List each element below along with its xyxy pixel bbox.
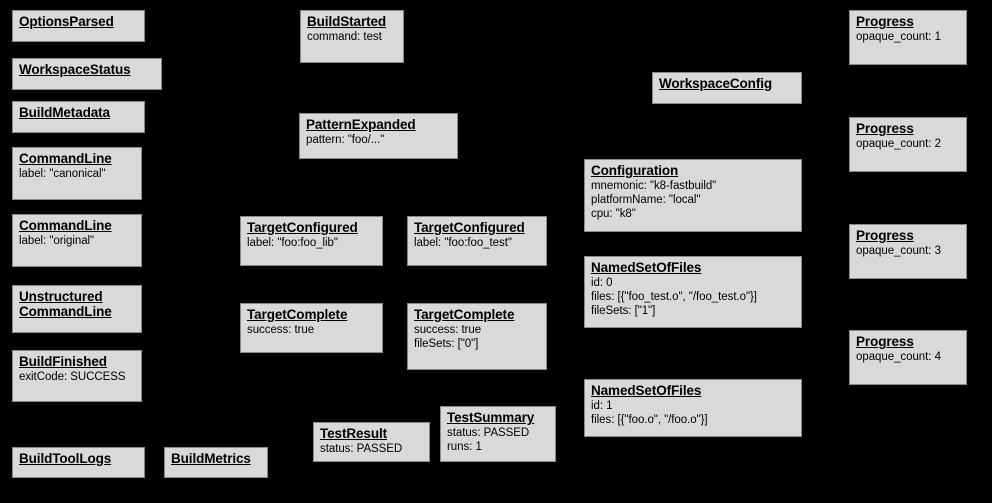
node-field: label: "foo:foo_test" — [414, 237, 512, 249]
node-title: Progress — [856, 334, 914, 349]
node-build-finished[interactable]: BuildFinished exitCode: SUCCESS — [12, 350, 142, 402]
node-field: id: 1 — [591, 400, 613, 412]
node-build-started[interactable]: BuildStarted command: test — [300, 10, 404, 63]
node-fields: mnemonic: "k8-fastbuild" platformName: "l… — [591, 179, 795, 221]
node-title: NamedSetOfFiles — [591, 260, 702, 275]
node-options-parsed[interactable]: OptionsParsed — [12, 10, 145, 42]
node-title: Progress — [856, 228, 914, 243]
node-field: pattern: "foo/..." — [306, 134, 385, 146]
node-title: CommandLine — [19, 151, 112, 166]
node-fields: status: PASSED — [320, 442, 423, 456]
node-fields: status: PASSED runs: 1 — [447, 426, 549, 454]
node-build-metadata[interactable]: BuildMetadata — [12, 101, 145, 133]
node-title: NamedSetOfFiles — [591, 383, 702, 398]
node-title: TargetComplete — [247, 307, 348, 322]
node-field: id: 0 — [591, 277, 613, 289]
node-title: BuildMetadata — [19, 105, 110, 120]
node-field: status: PASSED — [320, 443, 403, 455]
node-field: opaque_count: 3 — [856, 245, 941, 257]
node-unstructured-command-line[interactable]: Unstructured CommandLine — [12, 285, 142, 333]
node-test-result[interactable]: TestResult status: PASSED — [313, 422, 430, 462]
node-field: opaque_count: 4 — [856, 351, 941, 363]
node-field: files: [{"foo.o", "/foo.o"}] — [591, 414, 708, 426]
node-title: TestResult — [320, 426, 388, 441]
node-field: mnemonic: "k8-fastbuild" — [591, 180, 717, 192]
node-title: WorkspaceConfig — [659, 76, 773, 91]
node-command-line-canonical[interactable]: CommandLine label: "canonical" — [12, 147, 142, 200]
node-workspace-status[interactable]: WorkspaceStatus — [12, 58, 162, 90]
node-test-summary[interactable]: TestSummary status: PASSED runs: 1 — [440, 406, 556, 462]
node-named-set-of-files-0[interactable]: NamedSetOfFiles id: 0 files: [{"foo_test.o… — [584, 256, 802, 328]
node-progress-2[interactable]: Progress opaque_count: 2 — [849, 117, 967, 172]
node-pattern-expanded[interactable]: PatternExpanded pattern: "foo/..." — [299, 113, 458, 159]
node-title: BuildFinished — [19, 354, 107, 369]
node-fields: label: "original" — [19, 234, 135, 248]
node-title: PatternExpanded — [306, 117, 416, 132]
node-title: WorkspaceStatus — [19, 62, 131, 77]
node-field: fileSets: ["0"] — [414, 338, 479, 350]
node-fields: opaque_count: 2 — [856, 137, 960, 151]
node-field: label: "canonical" — [19, 168, 106, 180]
node-field: label: "foo:foo_lib" — [247, 237, 338, 249]
node-fields: opaque_count: 1 — [856, 30, 960, 44]
node-title: Unstructured CommandLine — [19, 289, 112, 319]
node-fields: opaque_count: 4 — [856, 350, 960, 364]
node-title: Configuration — [591, 163, 679, 178]
node-title: BuildToolLogs — [19, 451, 112, 466]
node-field: success: true — [247, 324, 315, 336]
node-fields: pattern: "foo/..." — [306, 133, 451, 147]
node-build-metrics[interactable]: BuildMetrics — [164, 447, 268, 478]
node-title: TestSummary — [447, 410, 535, 425]
node-field: runs: 1 — [447, 441, 482, 453]
node-title: OptionsParsed — [19, 14, 114, 29]
node-title: TargetConfigured — [414, 220, 525, 235]
node-workspace-config[interactable]: WorkspaceConfig — [652, 72, 802, 104]
node-field: platformName: "local" — [591, 194, 701, 206]
node-field: opaque_count: 2 — [856, 138, 941, 150]
node-title: TargetConfigured — [247, 220, 358, 235]
node-target-complete-test[interactable]: TargetComplete success: true fileSets: ["0… — [407, 303, 547, 370]
node-build-tool-logs[interactable]: BuildToolLogs — [12, 447, 145, 478]
node-field: exitCode: SUCCESS — [19, 371, 126, 383]
node-progress-3[interactable]: Progress opaque_count: 3 — [849, 224, 967, 279]
node-title: CommandLine — [19, 218, 112, 233]
node-named-set-of-files-1[interactable]: NamedSetOfFiles id: 1 files: [{"foo.o", "/… — [584, 379, 802, 437]
node-fields: id: 1 files: [{"foo.o", "/foo.o"}] — [591, 399, 795, 427]
node-field: status: PASSED — [447, 427, 530, 439]
node-field: label: "original" — [19, 235, 95, 247]
node-field: opaque_count: 1 — [856, 31, 941, 43]
node-title: BuildMetrics — [171, 451, 251, 466]
node-fields: exitCode: SUCCESS — [19, 370, 135, 384]
node-fields: id: 0 files: [{"foo_test.o", "/foo_test.o… — [591, 276, 795, 318]
node-progress-4[interactable]: Progress opaque_count: 4 — [849, 330, 967, 385]
node-fields: success: true — [247, 323, 376, 337]
node-fields: opaque_count: 3 — [856, 244, 960, 258]
node-field: cpu: "k8" — [591, 208, 636, 220]
node-progress-1[interactable]: Progress opaque_count: 1 — [849, 10, 967, 65]
node-title: Progress — [856, 121, 914, 136]
node-target-configured-lib[interactable]: TargetConfigured label: "foo:foo_lib" — [240, 216, 383, 266]
node-fields: command: test — [307, 30, 397, 44]
node-target-complete-lib[interactable]: TargetComplete success: true — [240, 303, 383, 353]
node-command-line-original[interactable]: CommandLine label: "original" — [12, 214, 142, 267]
node-fields: success: true fileSets: ["0"] — [414, 323, 540, 351]
node-fields: label: "foo:foo_test" — [414, 236, 540, 250]
node-configuration[interactable]: Configuration mnemonic: "k8-fastbuild" pla… — [584, 159, 802, 232]
node-title: BuildStarted — [307, 14, 387, 29]
node-field: files: [{"foo_test.o", "/foo_test.o"}] — [591, 291, 757, 303]
node-field: fileSets: ["1"] — [591, 305, 656, 317]
node-fields: label: "foo:foo_lib" — [247, 236, 376, 250]
node-fields: label: "canonical" — [19, 167, 135, 181]
node-title: TargetComplete — [414, 307, 515, 322]
node-target-configured-test[interactable]: TargetConfigured label: "foo:foo_test" — [407, 216, 547, 266]
node-field: success: true — [414, 324, 482, 336]
node-title: Progress — [856, 14, 914, 29]
node-field: command: test — [307, 31, 382, 43]
